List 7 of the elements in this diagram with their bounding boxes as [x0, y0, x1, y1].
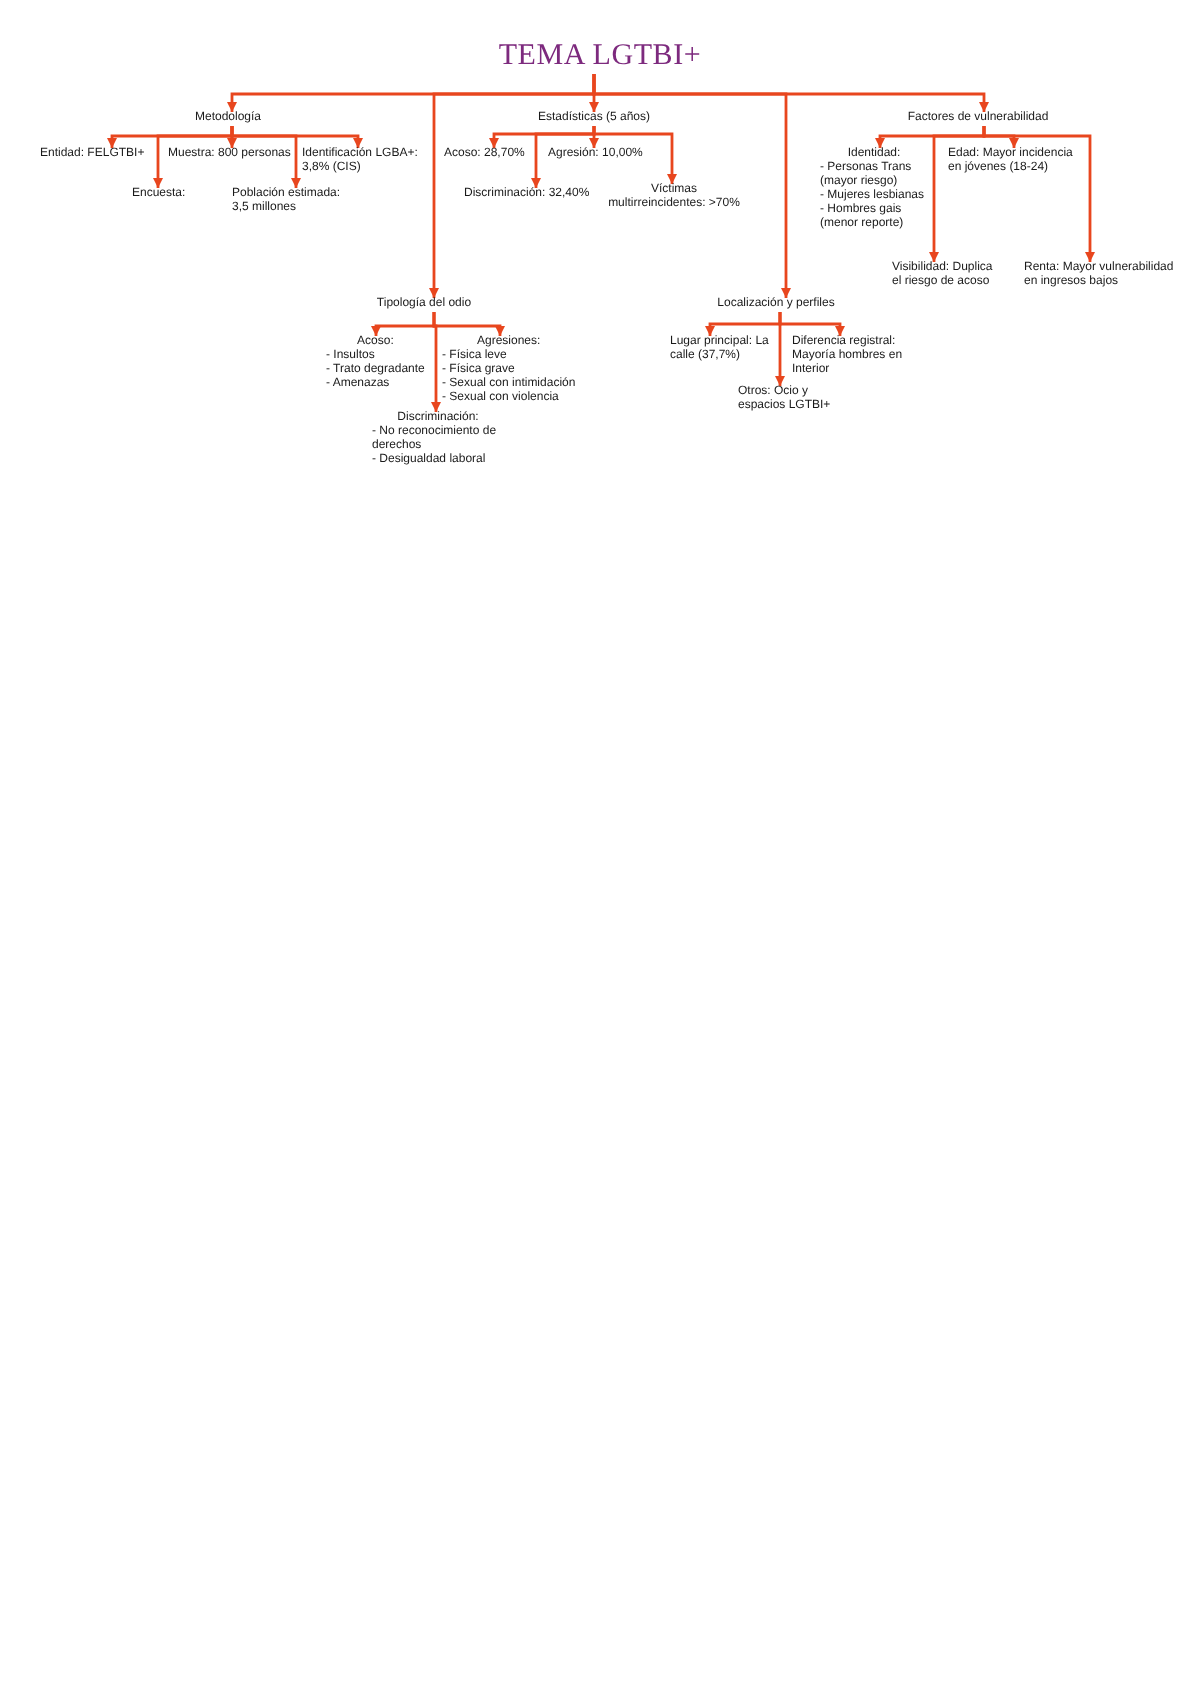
- connector-arrow: [982, 126, 1095, 262]
- connector-arrow: [592, 126, 677, 184]
- title-text: TEMA LGTBI+: [498, 40, 702, 74]
- connector-arrow: [432, 312, 505, 336]
- connector-arrow: [230, 126, 363, 148]
- connector-arrow: [592, 74, 989, 112]
- connector-arrow: [778, 312, 845, 336]
